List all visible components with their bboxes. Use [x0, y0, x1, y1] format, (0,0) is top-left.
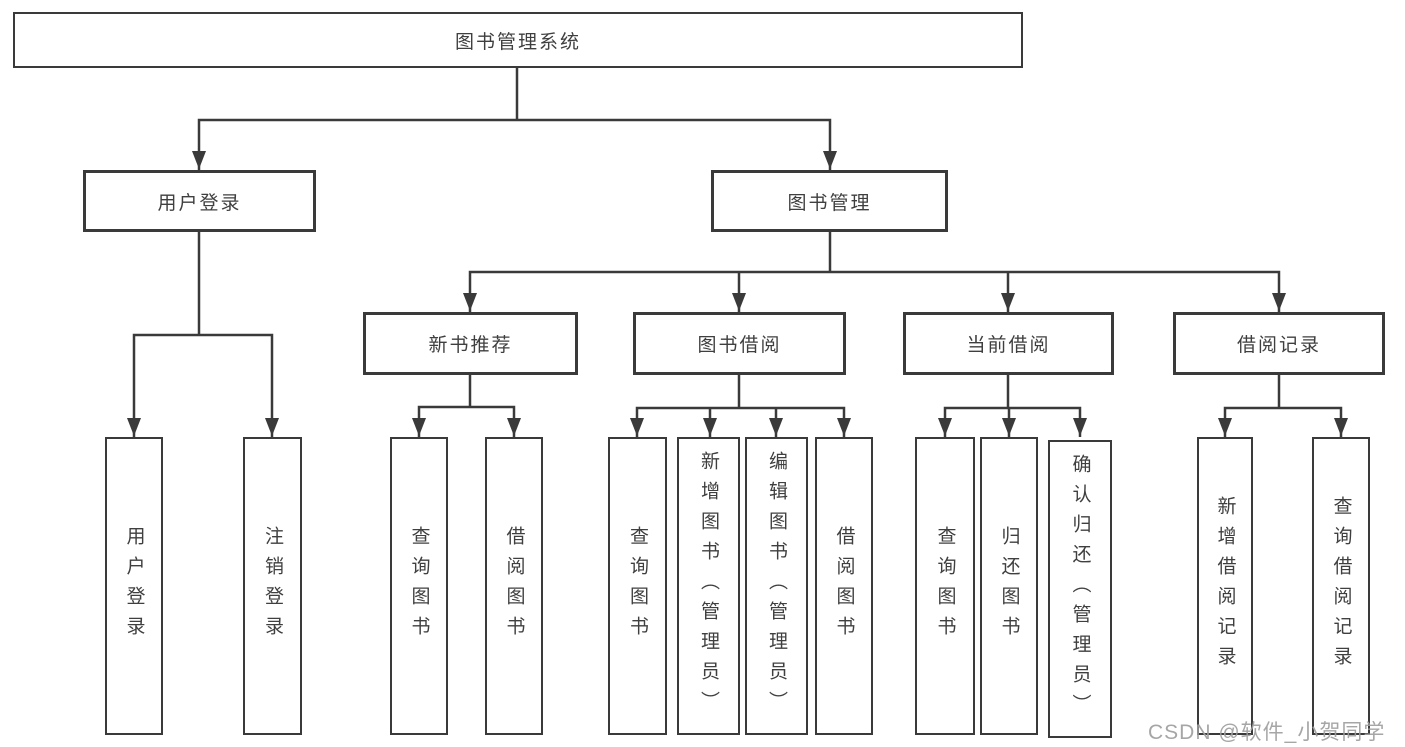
- leaf-borrow-book: 借阅图书: [815, 437, 873, 735]
- arrow-down-icon: [127, 418, 141, 436]
- arrow-down-icon: [1001, 293, 1015, 311]
- leaf-borrow-book-label: 借阅图书: [833, 526, 855, 646]
- leaf-edit-book-admin-label: 编辑图书（管理员）: [766, 451, 787, 721]
- arrow-down-icon: [1073, 418, 1087, 436]
- arrow-down-icon: [412, 418, 426, 436]
- node-root-label: 图书管理系统: [454, 31, 581, 53]
- leaf-add-book-admin-label: 新增图书（管理员）: [698, 451, 719, 721]
- arrow-down-icon: [732, 293, 746, 311]
- leaf-return-book-label: 归还图书: [998, 526, 1020, 646]
- leaf-user-login: 用户登录: [105, 437, 163, 735]
- leaf-add-book-admin: 新增图书（管理员）: [677, 437, 740, 735]
- connector-records-branch: [1223, 406, 1343, 437]
- leaf-logout: 注销登录: [243, 437, 302, 735]
- node-book-borrow: 图书借阅: [633, 312, 846, 375]
- connector-userlogin-branch: [132, 333, 274, 437]
- node-root: 图书管理系统: [13, 12, 1023, 68]
- arrowheads: [127, 151, 1348, 436]
- node-current-borrow: 当前借阅: [903, 312, 1114, 375]
- arrow-down-icon: [1334, 418, 1348, 436]
- arrow-down-icon: [630, 418, 644, 436]
- node-book-management-label: 图书管理: [787, 192, 872, 214]
- arrow-down-icon: [769, 418, 783, 436]
- leaf-query-book-current: 查询图书: [915, 437, 975, 735]
- leaf-query-book-current-label: 查询图书: [934, 526, 956, 646]
- leaf-query-book-recommend: 查询图书: [390, 437, 448, 735]
- node-new-book-recommend-label: 新书推荐: [428, 335, 513, 356]
- leaf-logout-label: 注销登录: [262, 526, 283, 646]
- arrow-down-icon: [265, 418, 279, 436]
- leaf-query-book-borrow: 查询图书: [608, 437, 667, 735]
- leaf-edit-book-admin: 编辑图书（管理员）: [745, 437, 808, 735]
- leaf-user-login-label: 用户登录: [123, 526, 145, 646]
- leaf-query-borrow-record: 查询借阅记录: [1312, 437, 1370, 735]
- connector-borrow-branch: [635, 406, 846, 437]
- leaf-query-borrow-record-label: 查询借阅记录: [1330, 496, 1352, 676]
- leaf-add-borrow-record-label: 新增借阅记录: [1214, 496, 1236, 676]
- node-book-management: 图书管理: [711, 170, 948, 232]
- connector-root-branch: [197, 118, 832, 170]
- arrow-down-icon: [1272, 293, 1286, 311]
- csdn-watermark: CSDN @软件_小贺同学: [1148, 721, 1386, 744]
- node-borrow-records-label: 借阅记录: [1236, 335, 1321, 356]
- arrow-down-icon: [703, 418, 717, 436]
- arrow-down-icon: [823, 151, 837, 169]
- node-new-book-recommend: 新书推荐: [363, 312, 578, 375]
- node-user-login: 用户登录: [83, 170, 316, 232]
- node-borrow-records: 借阅记录: [1173, 312, 1385, 375]
- arrow-down-icon: [938, 418, 952, 436]
- node-book-borrow-label: 图书借阅: [697, 335, 782, 356]
- connector-lines: [132, 68, 1343, 437]
- arrow-down-icon: [192, 151, 206, 169]
- leaf-confirm-return-admin: 确认归还（管理员）: [1048, 440, 1112, 738]
- leaf-return-book: 归还图书: [980, 437, 1038, 735]
- leaf-confirm-return-admin-label: 确认归还（管理员）: [1069, 454, 1091, 724]
- node-user-login-label: 用户登录: [157, 192, 242, 214]
- arrow-down-icon: [463, 293, 477, 311]
- arrow-down-icon: [1218, 418, 1232, 436]
- leaf-add-borrow-record: 新增借阅记录: [1197, 437, 1253, 735]
- leaf-query-book-recommend-label: 查询图书: [408, 526, 430, 646]
- node-current-borrow-label: 当前借阅: [966, 335, 1051, 356]
- arrow-down-icon: [507, 418, 521, 436]
- connector-level3-branch: [468, 270, 1281, 312]
- leaf-borrow-book-recommend: 借阅图书: [485, 437, 543, 735]
- leaf-borrow-book-recommend-label: 借阅图书: [503, 526, 525, 646]
- arrow-down-icon: [837, 418, 851, 436]
- arrow-down-icon: [1002, 418, 1016, 436]
- connector-recommend-branch: [417, 405, 516, 437]
- leaf-query-book-borrow-label: 查询图书: [627, 526, 648, 646]
